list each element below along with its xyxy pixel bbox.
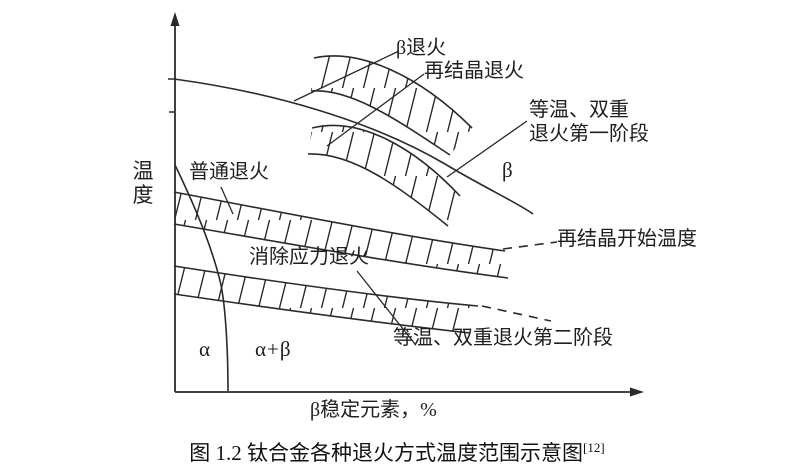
band-ordinary-anneal-bottom-edge bbox=[173, 223, 509, 279]
figure-caption: 图 1.2 钛合金各种退火方式温度范围示意图[12] bbox=[0, 437, 794, 467]
label-beta-region: β bbox=[502, 158, 514, 182]
leader-line-ordinary-anneal bbox=[220, 186, 234, 215]
label-alpha-beta-region: α+β bbox=[255, 337, 292, 361]
y-axis-arrow-icon bbox=[170, 12, 180, 26]
label-ordinary-anneal: 普通退火 bbox=[189, 161, 269, 183]
leader-line-beta-anneal bbox=[293, 50, 400, 102]
leader-line-isothermal-first-stage bbox=[446, 120, 528, 178]
dashed-line-recrystallization-start bbox=[502, 241, 558, 250]
label-isothermal-first-line1: 等温、双重 bbox=[529, 99, 629, 121]
label-beta-anneal: β退火 bbox=[396, 37, 447, 59]
y-axis-label: 温度 bbox=[132, 159, 154, 208]
band-ordinary-anneal bbox=[174, 192, 508, 278]
beta-transus-curve bbox=[173, 78, 534, 215]
label-isothermal-first-line2: 退火第一阶段 bbox=[529, 123, 649, 145]
label-recrystallization-anneal: 再结晶退火 bbox=[424, 60, 524, 82]
band-ordinary-anneal-top-edge bbox=[173, 191, 506, 252]
band-stress-relief-anneal bbox=[174, 266, 478, 333]
figure-caption-text: 图 1.2 钛合金各种退火方式温度范围示意图 bbox=[189, 441, 584, 465]
band-recrystallization-anneal-bottom-edge bbox=[307, 153, 449, 227]
figure-caption-reference: [12] bbox=[583, 440, 605, 455]
band-stress-relief-anneal-top-edge bbox=[173, 265, 479, 307]
x-axis-label: β稳定元素，% bbox=[310, 399, 437, 421]
band-beta-anneal-top-edge bbox=[313, 55, 473, 129]
band-beta-anneal bbox=[311, 55, 472, 155]
label-alpha-region: α bbox=[199, 337, 212, 361]
leader-line-isothermal-second-stage bbox=[356, 270, 416, 345]
band-recrystallization-anneal bbox=[308, 125, 460, 226]
band-stress-relief-anneal-bottom-edge bbox=[173, 293, 471, 334]
x-axis-arrow-icon bbox=[630, 387, 644, 397]
dashed-line-second-stage bbox=[481, 305, 552, 322]
label-isothermal-second-stage: 等温、双重退火第二阶段 bbox=[393, 327, 613, 349]
band-recrystallization-anneal-top-edge bbox=[311, 124, 461, 197]
label-recrystallization-start-temp: 再结晶开始温度 bbox=[557, 228, 697, 250]
leader-line-recrystallization-anneal bbox=[326, 73, 425, 147]
label-stress-relief-anneal: 消除应力退火 bbox=[249, 246, 369, 268]
